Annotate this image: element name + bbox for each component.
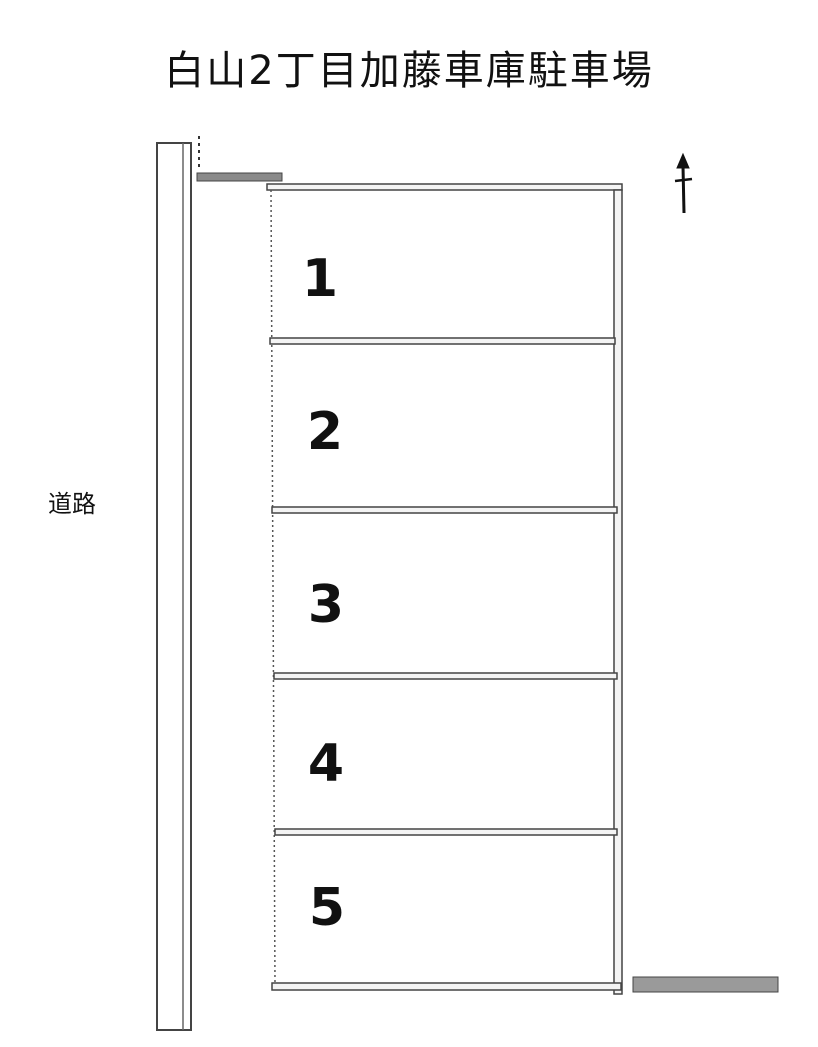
- space-number-3: 3: [308, 575, 344, 635]
- divider-line: [269, 337, 616, 345]
- boundary-block-top: [196, 172, 283, 182]
- divider-line-bottom: [271, 982, 622, 991]
- road-strip: [156, 142, 192, 1031]
- lot-outline: [266, 183, 623, 995]
- space-number-1: 1: [302, 249, 338, 309]
- divider-line: [273, 672, 618, 680]
- parking-spaces: 1 2 3 4 5: [302, 249, 345, 938]
- page-title: 白山2丁目加藤車庫駐車場: [164, 48, 654, 94]
- divider-line: [271, 506, 618, 514]
- space-number-2: 2: [307, 402, 343, 462]
- road-label: 道路: [48, 490, 96, 518]
- space-number-5: 5: [309, 878, 345, 938]
- divider-line: [274, 828, 618, 836]
- boundary-block-bottom: [632, 976, 779, 993]
- north-arrow-icon: [674, 152, 693, 214]
- space-number-4: 4: [308, 734, 344, 794]
- space-dividers: [269, 337, 622, 991]
